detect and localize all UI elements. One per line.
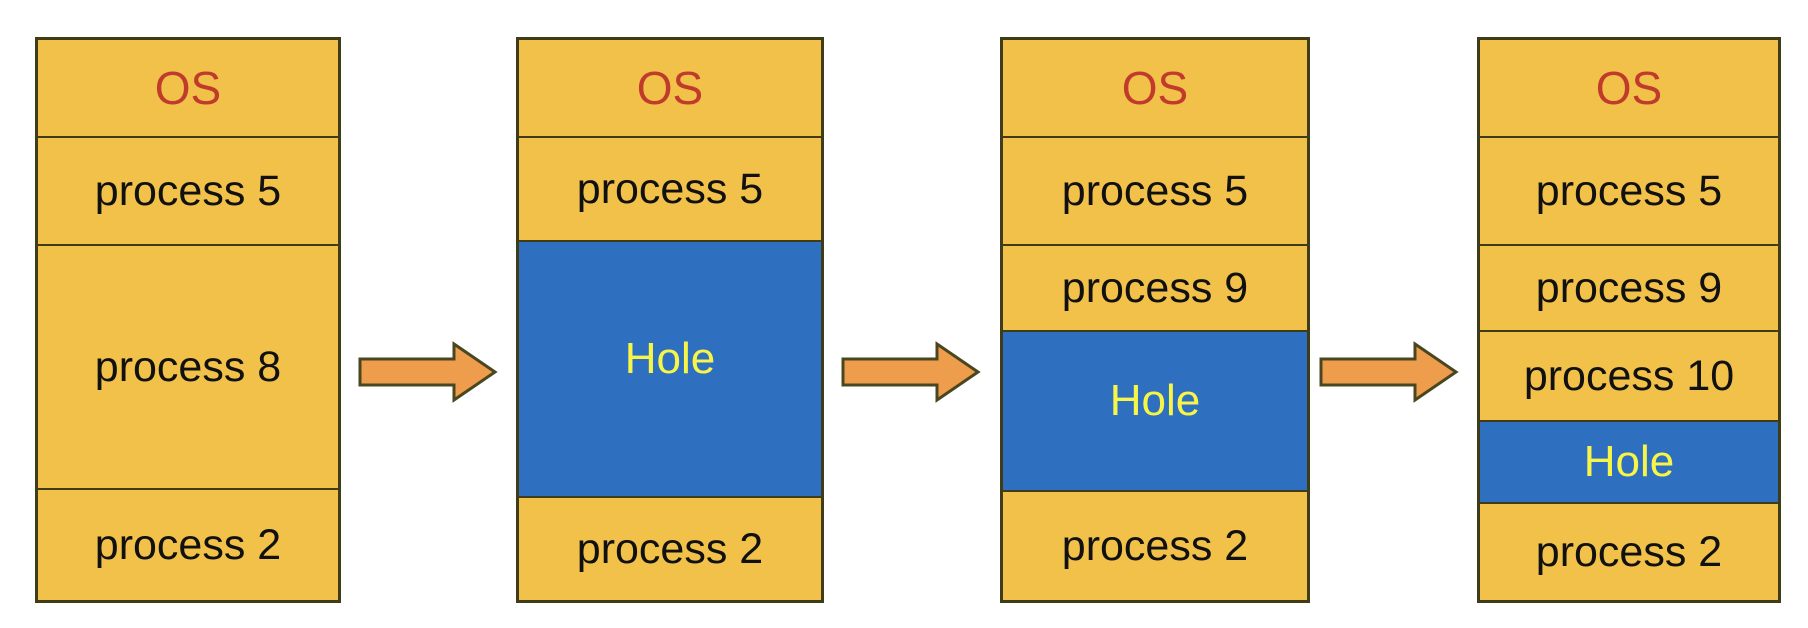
right-arrow-icon [1319,341,1459,403]
segment-hole: Hole [1003,330,1307,490]
segment-label: process 5 [576,164,764,213]
segment-process-10: process 10 [1480,330,1778,420]
segment-process-9: process 9 [1480,244,1778,330]
segment-label: process 8 [94,342,282,391]
segment-label: process 9 [1061,263,1249,312]
segment-os: OS [38,40,338,136]
segment-process-8: process 8 [38,244,338,488]
segment-label: process 5 [94,166,282,215]
segment-label: OS [636,62,704,114]
memory-column-2: OS process 5 Hole process 2 [516,37,824,603]
segment-label: process 2 [576,524,764,573]
segment-label: OS [1595,62,1663,114]
segment-process-5: process 5 [1003,136,1307,244]
memory-column-3: OS process 5 process 9 Hole process 2 [1000,37,1310,603]
segment-label: process 5 [1061,166,1249,215]
segment-label: process 2 [1535,527,1723,576]
segment-process-9: process 9 [1003,244,1307,330]
memory-column-1: OS process 5 process 8 process 2 [35,37,341,603]
right-arrow-icon [358,341,498,403]
segment-hole: Hole [1480,420,1778,502]
memory-column-4: OS process 5 process 9 process 10 Hole proces… [1477,37,1781,603]
segment-os: OS [1480,40,1778,136]
segment-os: OS [1003,40,1307,136]
segment-label: process 9 [1535,263,1723,312]
segment-label: Hole [1109,376,1201,425]
segment-label: process 10 [1523,351,1735,400]
segment-process-2: process 2 [1003,490,1307,600]
segment-label: process 2 [1061,521,1249,570]
segment-label: process 5 [1535,166,1723,215]
segment-label: OS [154,62,222,114]
segment-hole: Hole [519,240,821,496]
segment-label: OS [1121,62,1189,114]
segment-label: Hole [624,334,716,383]
segment-os: OS [519,40,821,136]
segment-process-5: process 5 [38,136,338,244]
segment-process-5: process 5 [1480,136,1778,244]
segment-process-2: process 2 [519,496,821,600]
segment-process-2: process 2 [38,488,338,600]
segment-label: Hole [1583,437,1675,486]
segment-process-2: process 2 [1480,502,1778,600]
segment-process-5: process 5 [519,136,821,240]
segment-label: process 2 [94,520,282,569]
right-arrow-icon [841,341,981,403]
